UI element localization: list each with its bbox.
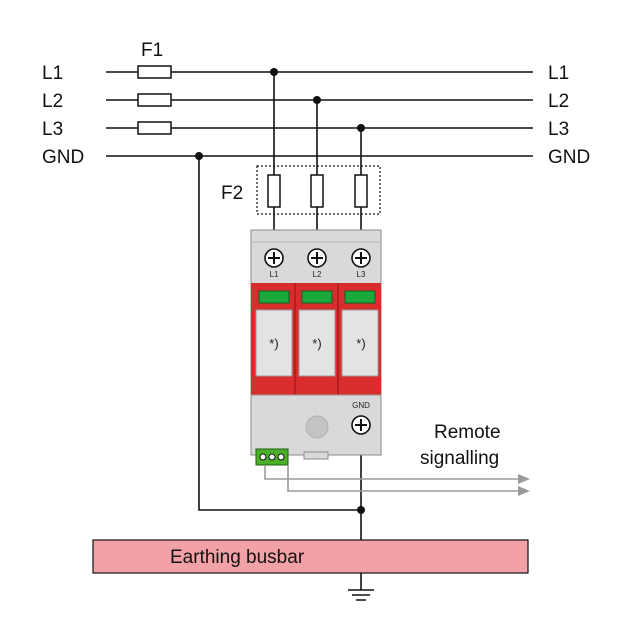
remote-signalling-arrows	[518, 474, 530, 496]
connector-screw-icon	[277, 453, 285, 461]
signal-wire-2	[287, 465, 520, 492]
f1-fuse-l2	[137, 93, 172, 107]
junction-dot-gnd	[195, 152, 203, 160]
line-label-right-l1: L1	[548, 63, 569, 84]
arrow-right-icon	[518, 486, 530, 496]
remote-signalling-label-line2: signalling	[420, 448, 499, 469]
spd-top-terminal-l2	[307, 248, 327, 268]
module-window-l2	[298, 309, 336, 377]
f1-fuse-l1	[137, 65, 172, 79]
f2-fuse-l1	[267, 174, 281, 208]
junction-dot-l1	[270, 68, 278, 76]
line-label-right-l2: L2	[548, 91, 569, 112]
module-mark-l1: *)	[269, 336, 278, 351]
module-mark-l3: *)	[356, 336, 365, 351]
ground-icon	[348, 589, 374, 601]
remote-signalling-wires	[264, 465, 520, 492]
arrow-right-icon	[518, 474, 530, 484]
status-indicator-l3	[344, 290, 376, 304]
line-label-left-gnd: GND	[42, 147, 84, 168]
status-indicator-l1	[258, 290, 290, 304]
line-label-right-gnd: GND	[548, 147, 590, 168]
line-label-right-l3: L3	[548, 119, 569, 140]
supply-lines	[106, 71, 533, 157]
din-rail-tab	[303, 451, 329, 460]
f2-fuse-box	[256, 165, 381, 215]
f2-fuse-l3	[354, 174, 368, 208]
signal-wire-1	[264, 465, 520, 480]
spd-gnd-terminal	[351, 415, 371, 435]
terminal-label-l2: L2	[313, 270, 322, 279]
junction-dot-l3	[357, 124, 365, 132]
earthing-busbar	[92, 539, 529, 574]
fuse-label-f2: F2	[221, 183, 243, 204]
gnd-drop-wire	[198, 156, 361, 511]
module-window-l3	[341, 309, 379, 377]
line-label-left-l3: L3	[42, 119, 63, 140]
f1-fuse-l3	[137, 121, 172, 135]
status-indicator-l2	[301, 290, 333, 304]
f2-fuse-l2	[310, 174, 324, 208]
f1-fuses	[137, 65, 172, 135]
spd-top-terminal-l3	[351, 248, 371, 268]
earthing-busbar-label: Earthing busbar	[170, 547, 305, 568]
spd-device: L1 L2 L3 *) *) *) GND	[250, 229, 382, 460]
module-mark-l2: *)	[312, 336, 321, 351]
spd-top-terminal-l1	[264, 248, 284, 268]
f2-fuses	[267, 174, 368, 208]
junction-dot-l2	[313, 96, 321, 104]
terminal-label-l3: L3	[357, 270, 366, 279]
terminal-label-l1: L1	[270, 270, 279, 279]
terminal-label-gnd: GND	[352, 401, 370, 410]
connector-screw-icon	[268, 453, 276, 461]
module-window-l1	[255, 309, 293, 377]
line-label-left-l1: L1	[42, 63, 63, 84]
line-label-left-l2: L2	[42, 91, 63, 112]
junction-dot-earth	[357, 506, 365, 514]
remote-signalling-connector	[255, 448, 289, 466]
din-clip-round	[305, 415, 329, 439]
connector-screw-icon	[259, 453, 267, 461]
remote-signalling-label-line1: Remote	[434, 422, 501, 443]
fuse-label-f1: F1	[141, 40, 163, 61]
